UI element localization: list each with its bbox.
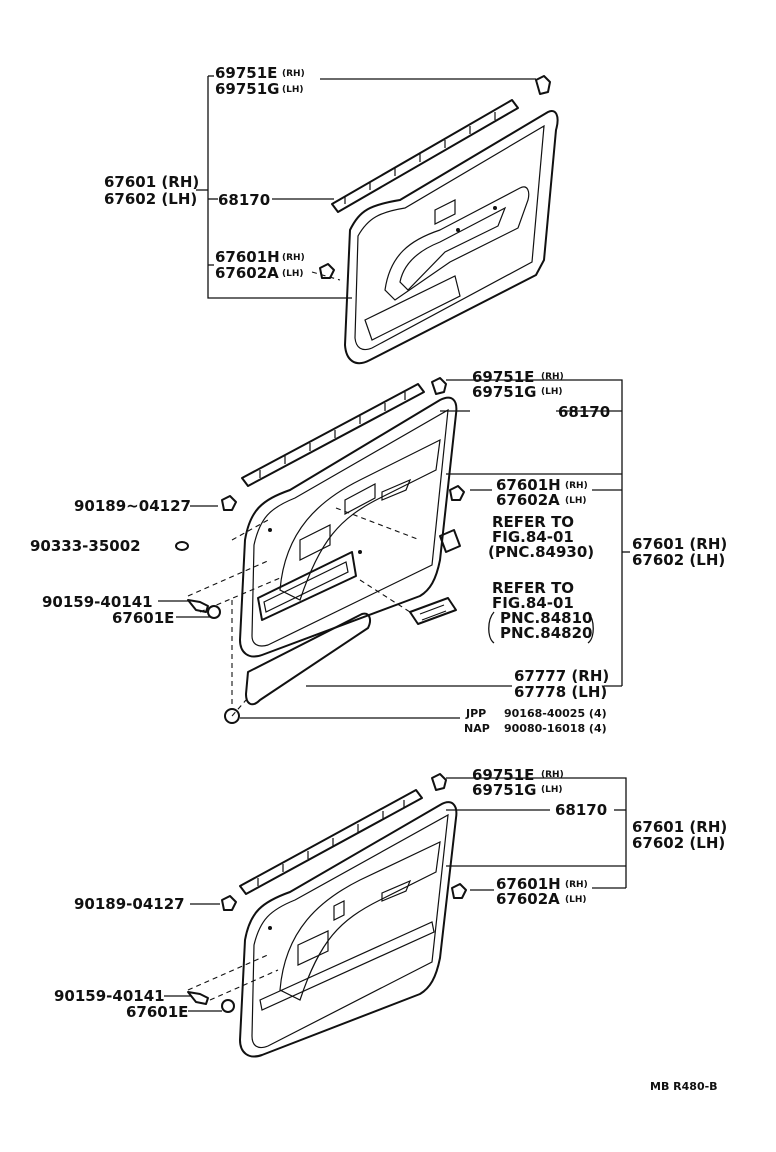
top-door-panel [319, 75, 559, 365]
middle-screw-90159-label: 90159-40141 [42, 593, 153, 611]
top-clip-b-side: (LH) [282, 85, 304, 95]
top-weatherstrip-label: 68170 [218, 191, 270, 209]
bottom-leaders [164, 777, 627, 1012]
bottom-pocket-rh-side: (RH) [565, 880, 588, 890]
top-assy-rh-label: 67601 (RH) [104, 173, 199, 191]
middle-clip-a-label: 69751E [472, 368, 534, 386]
middle-panel-lh-label: 67778 (LH) [514, 683, 607, 701]
middle-clip-a-side: (RH) [541, 372, 564, 382]
bottom-assy-rh-label: 67601 (RH) [632, 818, 727, 836]
top-clip-a-side: (RH) [282, 69, 305, 79]
top-clip-b-label: 69751G [215, 80, 280, 98]
top-pocket-lh-side: (LH) [282, 269, 304, 279]
bottom-assy-lh-label: 67602 (LH) [632, 834, 725, 852]
middle-refer2-line4: PNC.84820 [500, 624, 592, 642]
bottom-pocket-lh-side: (LH) [565, 895, 587, 905]
middle-refer2-line3: PNC.84810 [500, 609, 592, 627]
middle-panel-rh-label: 67777 (RH) [514, 667, 609, 685]
middle-weatherstrip-label: 68170 [558, 403, 610, 421]
middle-clip-b-side: (LH) [541, 387, 563, 397]
top-leaders [196, 75, 536, 299]
middle-jpp-label: JPP [465, 707, 486, 720]
middle-assy-rh-label: 67601 (RH) [632, 535, 727, 553]
middle-refer2-right-brace [587, 611, 594, 644]
middle-assy-lh-label: 67602 (LH) [632, 551, 725, 569]
middle-door-panel [175, 377, 465, 724]
middle-refer2-line2: FIG.84-01 [492, 594, 574, 612]
footer-code: MB R480-B [650, 1080, 718, 1093]
bottom-clip-a-label: 69751E [472, 766, 534, 784]
bottom-screw-90159-label: 90159-40141 [54, 987, 165, 1005]
bottom-door-panel [187, 773, 467, 1058]
middle-pocket-lh-label: 67602A [496, 491, 560, 509]
middle-nap-label: NAP [464, 722, 490, 735]
bottom-clip-90189-label: 90189-04127 [74, 895, 185, 913]
top-assy-lh-label: 67602 (LH) [104, 190, 197, 208]
middle-refer1-line2: FIG.84-01 [492, 528, 574, 546]
middle-nap-part: 90080-16018 (4) [504, 722, 607, 735]
middle-pocket-rh-label: 67601H [496, 476, 561, 494]
middle-refer2-line1: REFER TO [492, 579, 574, 597]
bottom-pocket-lh-label: 67602A [496, 890, 560, 908]
middle-clip-90189-label: 90189~04127 [74, 497, 191, 515]
bottom-cap-67601e-label: 67601E [126, 1003, 188, 1021]
bottom-pocket-rh-label: 67601H [496, 875, 561, 893]
middle-refer2-left-brace [488, 611, 495, 644]
middle-pocket-lh-side: (LH) [565, 496, 587, 506]
middle-plug-90333-label: 90333-35002 [30, 537, 141, 555]
middle-leaders [158, 379, 630, 717]
middle-pocket-rh-side: (RH) [565, 481, 588, 491]
middle-jpp-part: 90168-40025 (4) [504, 707, 607, 720]
middle-cap-67601e-label: 67601E [112, 609, 174, 627]
bottom-clip-b-side: (LH) [541, 785, 563, 795]
top-clip-a-label: 69751E [215, 64, 277, 82]
middle-refer1-line1: REFER TO [492, 513, 574, 531]
middle-clip-b-label: 69751G [472, 383, 537, 401]
bottom-weatherstrip-label: 68170 [555, 801, 607, 819]
bottom-clip-b-label: 69751G [472, 781, 537, 799]
bottom-clip-a-side: (RH) [541, 770, 564, 780]
top-pocket-rh-side: (RH) [282, 253, 305, 263]
middle-refer1-line3: (PNC.84930) [488, 543, 594, 561]
top-pocket-rh-label: 67601H [215, 248, 280, 266]
top-pocket-lh-label: 67602A [215, 264, 279, 282]
